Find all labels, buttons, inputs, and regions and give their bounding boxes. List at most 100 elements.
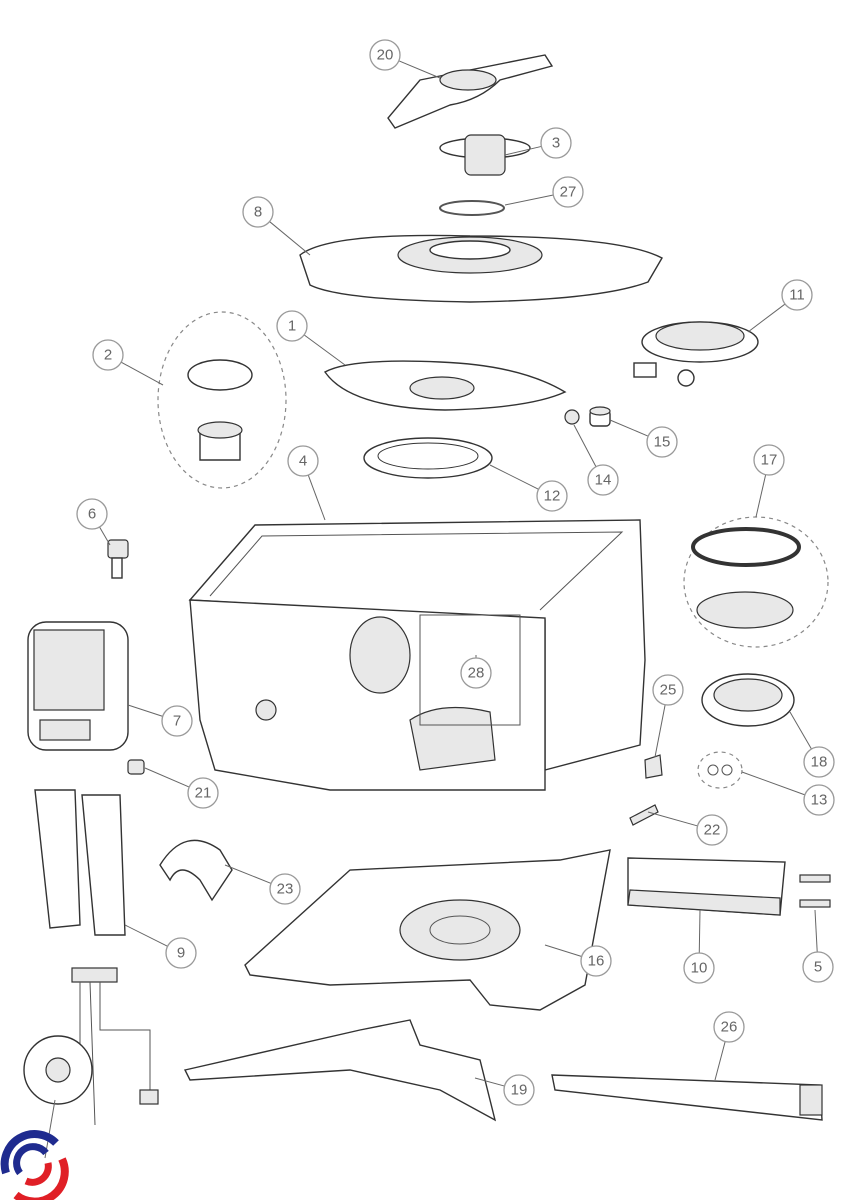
callout-circle (540, 127, 572, 159)
leader-line (647, 811, 698, 827)
callout-number: 12 (544, 488, 561, 505)
callout-27: 27 (504, 176, 584, 208)
leader-line (120, 361, 164, 386)
pin-parts (799, 874, 831, 908)
small-cap-part (564, 409, 580, 425)
callout-15: 15 (609, 419, 678, 458)
callout-16: 16 (544, 944, 612, 977)
callout-number: 27 (560, 184, 577, 201)
callout-circle (242, 196, 274, 228)
callout-17: 17 (753, 444, 785, 518)
callout-circle (646, 426, 678, 458)
leader-line (99, 526, 111, 546)
leader-line (544, 944, 582, 957)
callout-circle (536, 480, 568, 512)
leader-line (269, 221, 311, 256)
sump-cover (299, 234, 663, 303)
callout-25: 25 (652, 674, 684, 758)
clamp-part (159, 839, 233, 902)
callout-21: 21 (144, 767, 219, 809)
callout-13: 13 (741, 771, 835, 816)
small-seal-part (589, 406, 611, 427)
leader-line (789, 711, 812, 750)
callout-number: 28 (468, 665, 485, 682)
control-board (27, 621, 129, 751)
callout-number: 2 (104, 347, 112, 364)
base-support (183, 1019, 497, 1122)
upper-spray-arm (387, 54, 554, 129)
callout-circle (802, 951, 834, 983)
leader-line (573, 424, 597, 467)
leader-line (609, 419, 649, 437)
callout-circle (652, 674, 684, 706)
callout-9: 9 (124, 924, 197, 969)
gasket-set (683, 516, 829, 648)
callout-14: 14 (573, 424, 619, 496)
callout-number: 14 (595, 472, 612, 489)
callout-19: 19 (474, 1074, 535, 1106)
callout-number: 5 (814, 959, 822, 976)
brand-logo (0, 1130, 69, 1200)
leader-line (504, 194, 554, 206)
callout-number: 21 (195, 785, 212, 802)
leader-line (654, 704, 666, 758)
o-ring (439, 200, 505, 216)
callout-10: 10 (683, 909, 715, 984)
strip-part (629, 804, 659, 826)
filter-assembly (157, 311, 287, 489)
callout-circle (753, 444, 785, 476)
callout-number: 15 (654, 434, 671, 451)
callout-5: 5 (802, 909, 834, 983)
callout-circle (165, 937, 197, 969)
callout-circle (276, 310, 308, 342)
callout-circle (269, 873, 301, 905)
callout-number: 3 (552, 135, 560, 152)
callout-number: 13 (811, 792, 828, 809)
callout-20: 20 (369, 39, 441, 79)
bracket-part (644, 754, 663, 779)
callout-number: 25 (660, 682, 677, 699)
callout-number: 6 (88, 506, 96, 523)
callout-number: 9 (177, 945, 185, 962)
callout-number: 18 (811, 754, 828, 771)
leader-line (814, 909, 818, 953)
callout-circle (587, 464, 619, 496)
callout-number: 20 (377, 47, 394, 64)
callout-28: 28 (460, 655, 492, 689)
callout-number: 16 (588, 953, 605, 970)
callout-number: 7 (173, 713, 181, 730)
callout-7: 7 (127, 704, 193, 737)
callout-circle (287, 445, 319, 477)
callout-6: 6 (76, 498, 111, 546)
door-trim (551, 1074, 823, 1121)
callout-26: 26 (713, 1011, 745, 1081)
leader-line (698, 909, 701, 954)
leader-line (127, 704, 163, 717)
callout-number: 11 (789, 287, 805, 304)
callout-number: 17 (761, 452, 778, 469)
leader-line (398, 60, 441, 79)
leader-line (144, 767, 190, 788)
valve-part (107, 539, 129, 579)
leader-line (474, 1077, 505, 1087)
leader-line (303, 334, 346, 366)
callout-12: 12 (489, 464, 568, 512)
leader-line (504, 145, 542, 156)
leader-line (489, 464, 539, 490)
leader-line (747, 303, 786, 333)
callout-circle (92, 339, 124, 371)
callout-11: 11 (747, 279, 813, 333)
heater-housing (701, 673, 795, 727)
control-module (627, 857, 786, 916)
leader-line (124, 924, 168, 947)
callout-circle (161, 705, 193, 737)
callout-circle (713, 1011, 745, 1043)
callout-circle (781, 279, 813, 311)
callout-circle (683, 952, 715, 984)
callout-number: 4 (299, 453, 307, 470)
sump-ring (363, 437, 493, 479)
callout-circle (580, 945, 612, 977)
callout-18: 18 (789, 711, 835, 778)
